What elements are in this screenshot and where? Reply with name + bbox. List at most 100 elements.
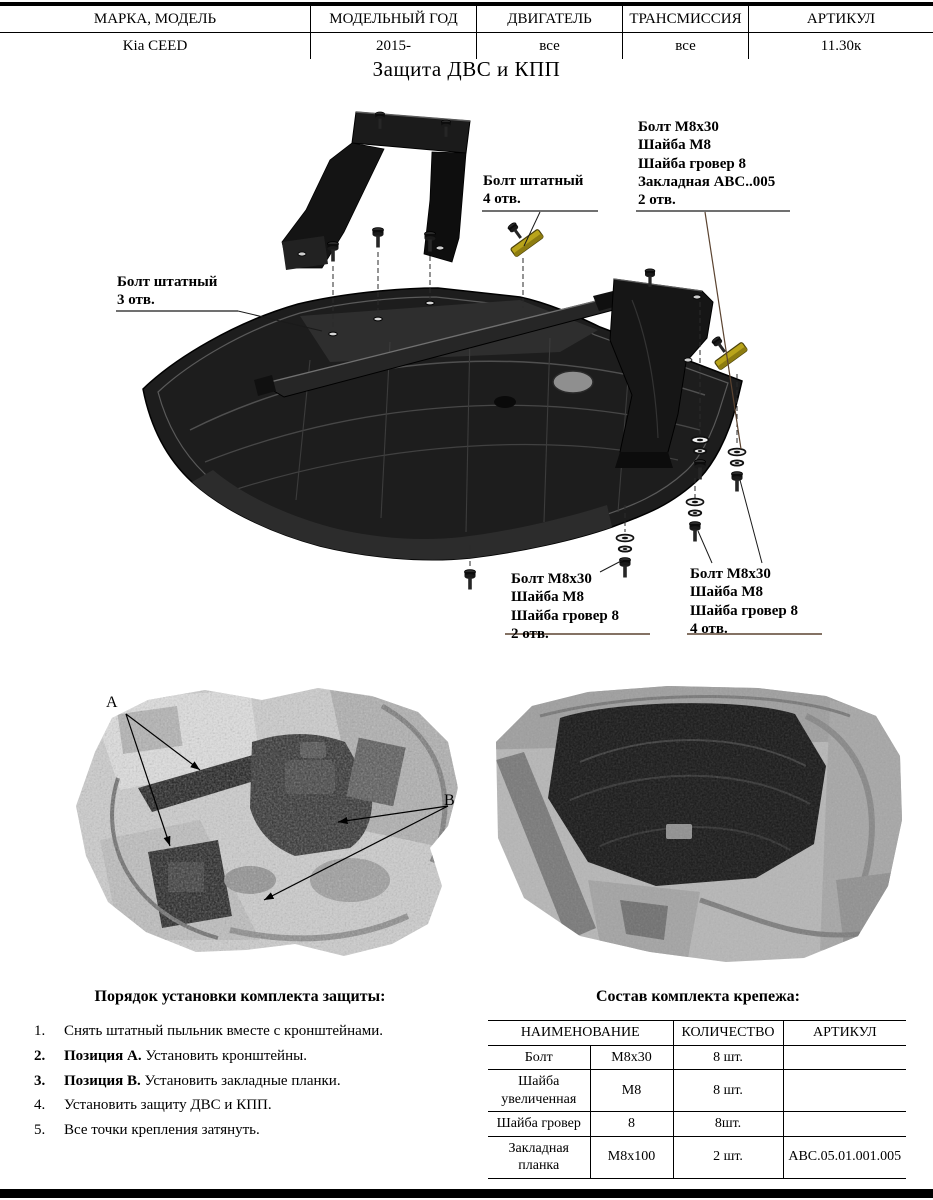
spring-washer-icon	[617, 545, 633, 553]
callout-anchor-plate-kit: Болт М8х30 Шайба М8 Шайба гровер 8 Закла…	[638, 118, 775, 209]
kit-cell-size: 8	[589, 1111, 674, 1137]
kit-cell-qty: 8 шт.	[672, 1069, 784, 1112]
position-b-label: В	[444, 792, 455, 809]
vehicle-col-header: ТРАНСМИССИЯ	[623, 6, 748, 33]
step-text: Установить защиту ДВС и КПП.	[64, 1097, 272, 1114]
position-b-arrows	[263, 805, 449, 901]
callout-line: Шайба М8	[511, 589, 585, 606]
kit-cell-size: М8х100	[589, 1135, 674, 1179]
kit-cell-art: ABC.05.01.001.005	[782, 1135, 907, 1179]
kit-cell-size: М8	[589, 1069, 674, 1112]
step-number: 5.	[34, 1122, 46, 1138]
photos-drawing	[76, 686, 902, 962]
kit-cell-art	[782, 1111, 907, 1137]
exploded-view-diagram: Болт М8х30 Шайба М8 Шайба гровер 8 Закла…	[0, 95, 933, 655]
vehicle-col-header: АРТИКУЛ	[749, 6, 933, 33]
vehicle-col-header: ДВИГАТЕЛЬ	[477, 6, 622, 33]
spring-washer-icon	[687, 509, 703, 517]
hardware-kit: Состав комплекта крепежа: НАИМЕНОВАНИЕ К…	[488, 988, 908, 1179]
vehicle-col-sku: АРТИКУЛ 11.30к	[749, 6, 933, 59]
kit-cell-art	[782, 1044, 907, 1070]
washer-icon	[727, 447, 747, 457]
step-number: 3.	[34, 1072, 46, 1089]
kit-table: НАИМЕНОВАНИЕ КОЛИЧЕСТВО АРТИКУЛ Болт М8х…	[488, 1020, 907, 1179]
position-a-label: А	[106, 694, 118, 711]
callout-bolt-kit-4: Болт М8х30 Шайба М8 Шайба гровер 8 4 отв…	[690, 565, 798, 638]
kit-cell-art	[782, 1069, 907, 1112]
instructions-list: 1. Снять штатный пыльник вместе с кроншт…	[30, 1022, 450, 1140]
washer-icon	[690, 435, 710, 445]
bolt-icon	[689, 521, 701, 542]
kit-col-name: НАИМЕНОВАНИЕ	[488, 1020, 674, 1046]
instruction-step: 5. Все точки крепления затянуть.	[30, 1121, 450, 1140]
vehicle-col-value: все	[539, 38, 560, 54]
kit-header-row: НАИМЕНОВАНИЕ КОЛИЧЕСТВО АРТИКУЛ	[488, 1020, 907, 1046]
vehicle-col-header: МОДЕЛЬНЫЙ ГОД	[311, 6, 476, 33]
vehicle-col-value: 2015-	[376, 38, 411, 54]
step-text: Все точки крепления затянуть.	[64, 1122, 260, 1138]
washer-icon	[615, 533, 635, 543]
exploded-view-drawing	[116, 111, 822, 635]
vehicle-col-transmission: ТРАНСМИССИЯ все	[623, 6, 749, 59]
kit-cell-name: Шайба гровер	[488, 1111, 591, 1137]
kit-row: Болт М8х30 8 шт.	[488, 1044, 907, 1070]
callout-line: 2 отв.	[511, 625, 549, 642]
installation-photos: А В	[0, 670, 933, 970]
callout-leader-lines	[116, 210, 822, 635]
kit-row: Закладная планка М8х100 2 шт. ABC.05.01.…	[488, 1135, 907, 1179]
callout-line: Шайба М8	[690, 584, 764, 601]
vehicle-col-value: все	[675, 38, 696, 54]
instruction-step: 2. Позиция А. Установить кронштейны.	[30, 1047, 450, 1066]
kit-cell-name: Болт	[488, 1044, 591, 1070]
step-number: 1.	[34, 1023, 46, 1039]
kit-cell-name: Закладная планка	[488, 1135, 591, 1179]
callout-line: 4 отв.	[690, 620, 728, 637]
callout-bolt-kit-2: Болт М8х30 Шайба М8 Шайба гровер 8 2 отв…	[511, 570, 619, 643]
vehicle-col-engine: ДВИГАТЕЛЬ все	[477, 6, 623, 59]
instruction-step: 3. Позиция В. Установить закладные планк…	[30, 1072, 450, 1091]
callout-line: Болт М8х30	[690, 566, 771, 582]
step-number: 2.	[34, 1047, 46, 1064]
bracket-left	[281, 111, 471, 270]
kit-col-art: АРТИКУЛ	[782, 1020, 907, 1046]
callout-line: Шайба М8	[638, 137, 712, 154]
top-border-rule	[0, 2, 933, 6]
washer-icon	[685, 497, 705, 507]
callout-stock-bolt-3: Болт штатный 3 отв.	[117, 273, 217, 310]
callout-line: Закладная ABC..005	[638, 173, 776, 190]
kit-cell-qty: 8 шт.	[672, 1044, 784, 1070]
callout-line: 3 отв.	[117, 292, 155, 309]
callout-stock-bolt-4: Болт штатный 4 отв.	[483, 172, 583, 209]
kit-cell-name: Шайба увеличенная	[488, 1069, 591, 1112]
instructions-title: Порядок установки комплекта защиты:	[94, 988, 386, 1005]
step-text: Позиция В. Установить закладные планки.	[64, 1072, 341, 1089]
step-text: Снять штатный пыльник вместе с кронштейн…	[64, 1023, 384, 1039]
vehicle-col-value: Kia CEED	[122, 38, 188, 54]
vehicle-col-make-model: МАРКА, МОДЕЛЬ Kia CEED	[0, 6, 311, 59]
page-title: Защита ДВС и КПП	[372, 57, 561, 81]
bottom-border-rule	[0, 1189, 933, 1198]
kit-cell-size: М8х30	[589, 1044, 674, 1070]
callout-line: 4 отв.	[483, 191, 521, 208]
callout-line: Болт М8х30	[511, 571, 592, 587]
position-a-arrows	[125, 713, 201, 847]
callout-line: 2 отв.	[638, 192, 676, 209]
callout-line: Болт штатный	[483, 173, 584, 189]
spring-washer-icon	[692, 447, 708, 455]
kit-cell-qty: 2 шт.	[672, 1135, 784, 1179]
vehicle-info-table: МАРКА, МОДЕЛЬ Kia CEED МОДЕЛЬНЫЙ ГОД 201…	[0, 6, 933, 59]
callout-line: Болт М8х30	[638, 119, 719, 135]
photo-right	[496, 686, 902, 962]
vehicle-col-year: МОДЕЛЬНЫЙ ГОД 2015-	[311, 6, 477, 59]
fastener-centerlines	[332, 252, 738, 568]
callout-line: Шайба гровер 8	[511, 607, 619, 624]
skid-plate	[142, 287, 743, 561]
bolt-icon	[506, 221, 525, 242]
kit-row: Шайба увеличенная М8 8 шт.	[488, 1069, 907, 1112]
anchor-plate-icon	[509, 228, 545, 258]
instruction-step: 1. Снять штатный пыльник вместе с кроншт…	[30, 1022, 450, 1041]
bolt-icon	[372, 227, 384, 248]
instruction-step: 4. Установить защиту ДВС и КПП.	[30, 1096, 450, 1115]
spring-washer-icon	[729, 459, 745, 467]
